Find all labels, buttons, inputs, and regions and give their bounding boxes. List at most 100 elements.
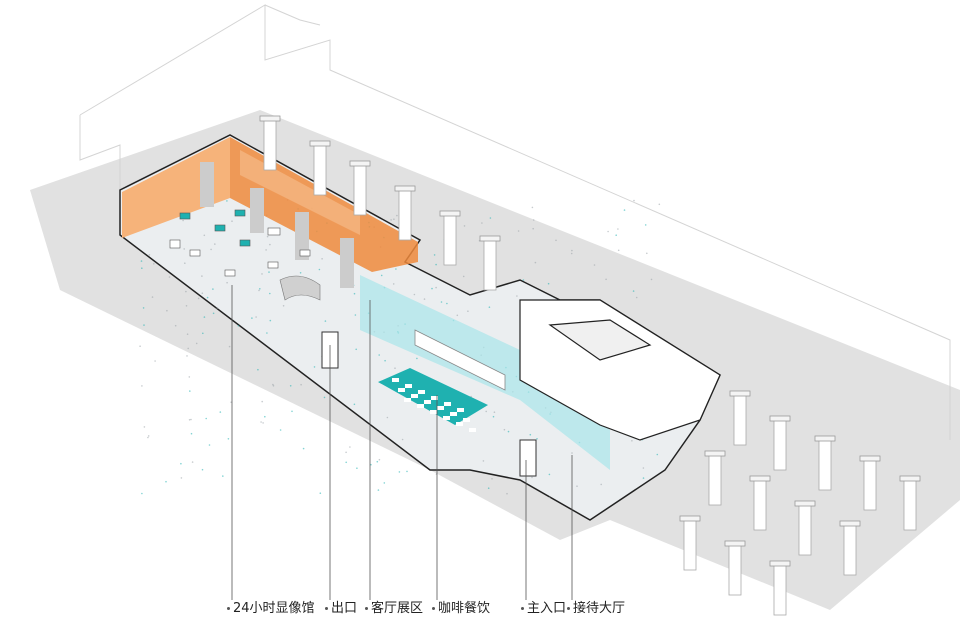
terrazzo-dot	[197, 297, 200, 300]
terrazzo-dot	[355, 348, 358, 351]
terrazzo-dot	[264, 415, 266, 418]
terrazzo-dot	[532, 227, 534, 230]
terrazzo-dot	[165, 480, 167, 483]
label-living: 客厅展区	[365, 597, 423, 616]
terrazzo-dot	[642, 467, 645, 469]
terrazzo-dot	[299, 272, 302, 274]
terrazzo-dot	[282, 305, 285, 307]
terrazzo-dot	[658, 203, 661, 206]
terrazzo-dot	[644, 224, 647, 226]
terrazzo-dot	[180, 477, 183, 479]
terrazzo-dot	[353, 403, 356, 406]
table-icon	[431, 396, 438, 400]
terrazzo-dot	[548, 496, 551, 499]
cafe-tables	[392, 378, 476, 432]
column-cap-icon	[394, 185, 416, 192]
terrazzo-dot	[536, 438, 538, 440]
terrazzo-dot	[201, 292, 204, 295]
terrazzo-dot	[227, 438, 230, 440]
table-icon	[398, 388, 405, 392]
terrazzo-dot	[228, 345, 231, 348]
terrazzo-dot	[393, 218, 395, 220]
terrazzo-dot	[493, 411, 496, 414]
exterior-columns	[259, 115, 921, 616]
terrazzo-dot	[187, 347, 189, 350]
terrazzo-dot	[148, 254, 151, 256]
terrazzo-dot	[631, 440, 633, 442]
terrazzo-dot	[186, 333, 189, 336]
terrazzo-dot	[261, 400, 264, 403]
terrazzo-dot	[398, 471, 401, 473]
terrazzo-dot	[153, 263, 155, 265]
terrazzo-dot	[607, 230, 609, 233]
terrazzo-dot	[487, 487, 490, 490]
leader-dot-icon	[227, 607, 230, 610]
terrazzo-dot	[214, 243, 216, 245]
terrazzo-dot	[547, 282, 550, 285]
table-icon	[456, 422, 463, 426]
terrazzo-dot	[188, 419, 191, 421]
terrazzo-dot	[356, 467, 358, 470]
terrazzo-dot	[617, 228, 619, 230]
terrazzo-dot	[433, 254, 436, 256]
terrazzo-dot	[570, 252, 573, 255]
terrazzo-dot	[259, 288, 261, 290]
terrazzo-dot	[261, 273, 263, 275]
column-cap-icon	[704, 450, 726, 457]
column-cap-icon	[794, 500, 816, 507]
terrazzo-dot	[413, 293, 416, 296]
terrazzo-dot	[440, 301, 443, 303]
terrazzo-dot	[318, 268, 321, 271]
terrazzo-dot	[313, 366, 316, 368]
terrazzo-dot	[392, 283, 395, 285]
terrazzo-dot	[488, 306, 491, 309]
column-icon	[313, 144, 327, 196]
terrazzo-dot	[507, 430, 510, 433]
interior-rooms	[519, 299, 721, 441]
column-icon	[708, 454, 722, 506]
column-icon	[263, 119, 277, 171]
terrazzo-dot	[642, 477, 645, 479]
column-icon	[733, 394, 747, 446]
table-icon	[392, 378, 399, 382]
column-cap-icon	[899, 475, 921, 482]
terrazzo-dot	[386, 416, 389, 419]
terrazzo-dot	[482, 460, 485, 462]
terrazzo-dot	[141, 492, 143, 495]
terrazzo-dot	[185, 305, 188, 307]
column-icon	[843, 524, 857, 576]
terrazzo-dot	[390, 219, 392, 221]
leader-dot-icon	[521, 607, 524, 610]
column-icon	[753, 479, 767, 531]
terrazzo-dot	[548, 473, 551, 476]
column-cap-icon	[859, 455, 881, 462]
terrazzo-dot	[345, 451, 347, 454]
terrazzo-dot	[354, 314, 357, 316]
terrazzo-dot	[632, 290, 635, 292]
table-icon	[424, 400, 431, 404]
terrazzo-dot	[462, 275, 465, 278]
terrazzo-dot	[529, 433, 532, 436]
terrazzo-dot	[190, 432, 193, 435]
terrazzo-dot	[491, 478, 493, 480]
terrazzo-dot	[201, 275, 203, 277]
label-entrance: 主入口	[521, 597, 566, 616]
terrazzo-dot	[140, 260, 143, 262]
column-cap-icon	[729, 390, 751, 397]
terrazzo-dot	[269, 243, 271, 246]
terrazzo-dot	[174, 324, 177, 327]
label-cafe: 咖啡餐饮	[432, 597, 490, 616]
leader-dot-icon	[325, 607, 328, 610]
terrazzo-dot	[323, 396, 326, 399]
terrazzo-dot	[237, 325, 240, 327]
column-cap-icon	[724, 540, 746, 547]
terrazzo-dot	[378, 458, 381, 461]
terrazzo-dot	[272, 383, 274, 386]
terrazzo-dot	[416, 357, 418, 360]
terrazzo-dot	[216, 307, 219, 309]
terrazzo-dot	[395, 268, 397, 270]
label-text: 咖啡餐饮	[438, 601, 491, 616]
terrazzo-dot	[201, 468, 204, 471]
label-text: 出口	[331, 601, 358, 616]
